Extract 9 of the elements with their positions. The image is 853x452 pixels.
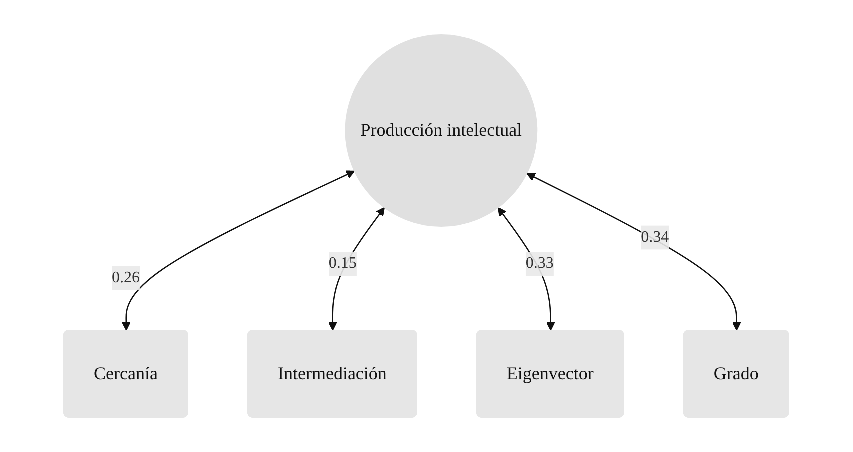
- edge-label: 0.33: [526, 254, 554, 272]
- arrow: [498, 207, 556, 331]
- arrow: [122, 170, 356, 331]
- edge-label: 0.26: [112, 269, 140, 286]
- node-circle: Producción intelectual: [345, 34, 538, 227]
- arrow: [328, 207, 386, 331]
- arrow: [526, 172, 742, 331]
- edge-label: 0.15: [329, 254, 357, 272]
- edge-label: 0.34: [641, 228, 670, 246]
